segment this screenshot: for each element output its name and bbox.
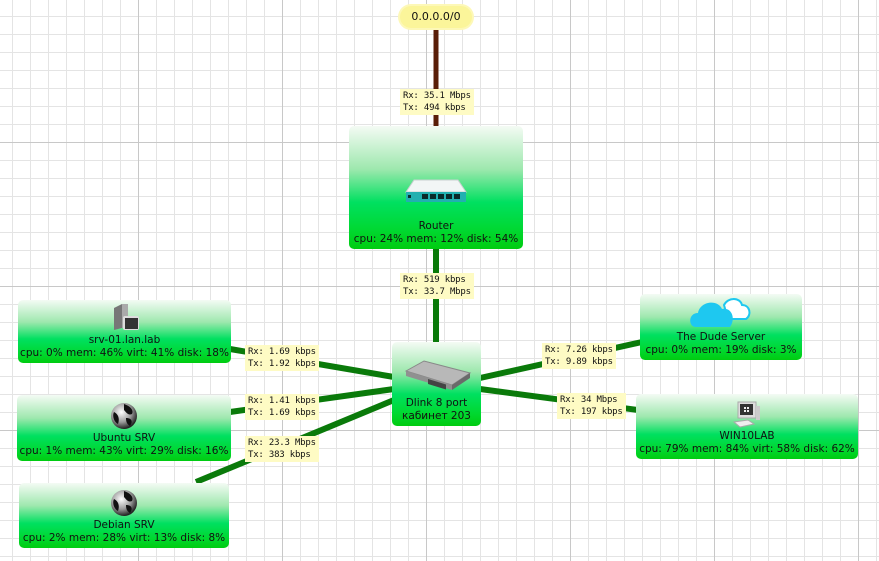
network-switch-icon [404, 360, 471, 390]
debian-stats: cpu: 2% mem: 28% virt: 13% disk: 8% [22, 532, 226, 544]
win10lab-stats: cpu: 79% mem: 84% virt: 58% disk: 62% [639, 443, 855, 455]
internet-node[interactable]: 0.0.0.0/0 [400, 6, 472, 28]
win10lab-name: WIN10LAB [719, 430, 775, 442]
router-stats: cpu: 24% mem: 12% disk: 54% [353, 233, 519, 245]
dude-server-stats: cpu: 0% mem: 19% disk: 3% [645, 344, 797, 356]
srv01-node[interactable]: srv-01.lan.lab cpu: 0% mem: 46% virt: 41… [18, 300, 231, 363]
mikrotik-router-icon [405, 179, 467, 202]
dude-server-name: The Dude Server [676, 331, 766, 343]
ubuntu-node[interactable]: Ubuntu SRV cpu: 1% mem: 43% virt: 29% di… [17, 395, 231, 461]
link-label-srv01-switch: Rx: 1.69 kbps Tx: 1.92 kbps [245, 345, 319, 371]
router-node[interactable]: Router cpu: 24% mem: 12% disk: 54% [349, 126, 523, 249]
router-name: Router [418, 220, 454, 232]
switch-name: Dlink 8 port [405, 397, 468, 409]
link-label-dude-switch: Rx: 7.26 kbps Tx: 9.89 kbps [542, 343, 616, 369]
switch-node[interactable]: Dlink 8 port кабинет 203 [392, 342, 481, 426]
globe-icon [111, 490, 137, 516]
link-label-win10-switch: Rx: 34 Mbps Tx: 197 kbps [557, 393, 626, 419]
windows-pc-icon [732, 401, 760, 428]
link-label-internet-router: Rx: 35.1 Mbps Tx: 494 kbps [400, 89, 474, 115]
internet-label: 0.0.0.0/0 [411, 10, 461, 23]
dude-server-node[interactable]: The Dude Server cpu: 0% mem: 19% disk: 3… [640, 294, 802, 360]
win10lab-node[interactable]: WIN10LAB cpu: 79% mem: 84% virt: 58% dis… [636, 394, 858, 459]
link-label-router-switch: Rx: 519 kbps Tx: 33.7 Mbps [400, 273, 474, 299]
cloud-icon [690, 298, 751, 327]
server-icon [113, 304, 139, 330]
link-label-debian-switch: Rx: 23.3 Mbps Tx: 383 kbps [245, 436, 319, 462]
ubuntu-name: Ubuntu SRV [92, 432, 156, 444]
switch-location: кабинет 203 [402, 410, 471, 422]
globe-icon [111, 403, 137, 429]
link-label-ubuntu-switch: Rx: 1.41 kbps Tx: 1.69 kbps [245, 394, 319, 420]
srv01-name: srv-01.lan.lab [88, 334, 161, 346]
debian-name: Debian SRV [93, 519, 155, 531]
debian-node[interactable]: Debian SRV cpu: 2% mem: 28% virt: 13% di… [19, 483, 229, 548]
srv01-stats: cpu: 0% mem: 46% virt: 41% disk: 18% [20, 347, 229, 359]
ubuntu-stats: cpu: 1% mem: 43% virt: 29% disk: 16% [19, 445, 229, 457]
